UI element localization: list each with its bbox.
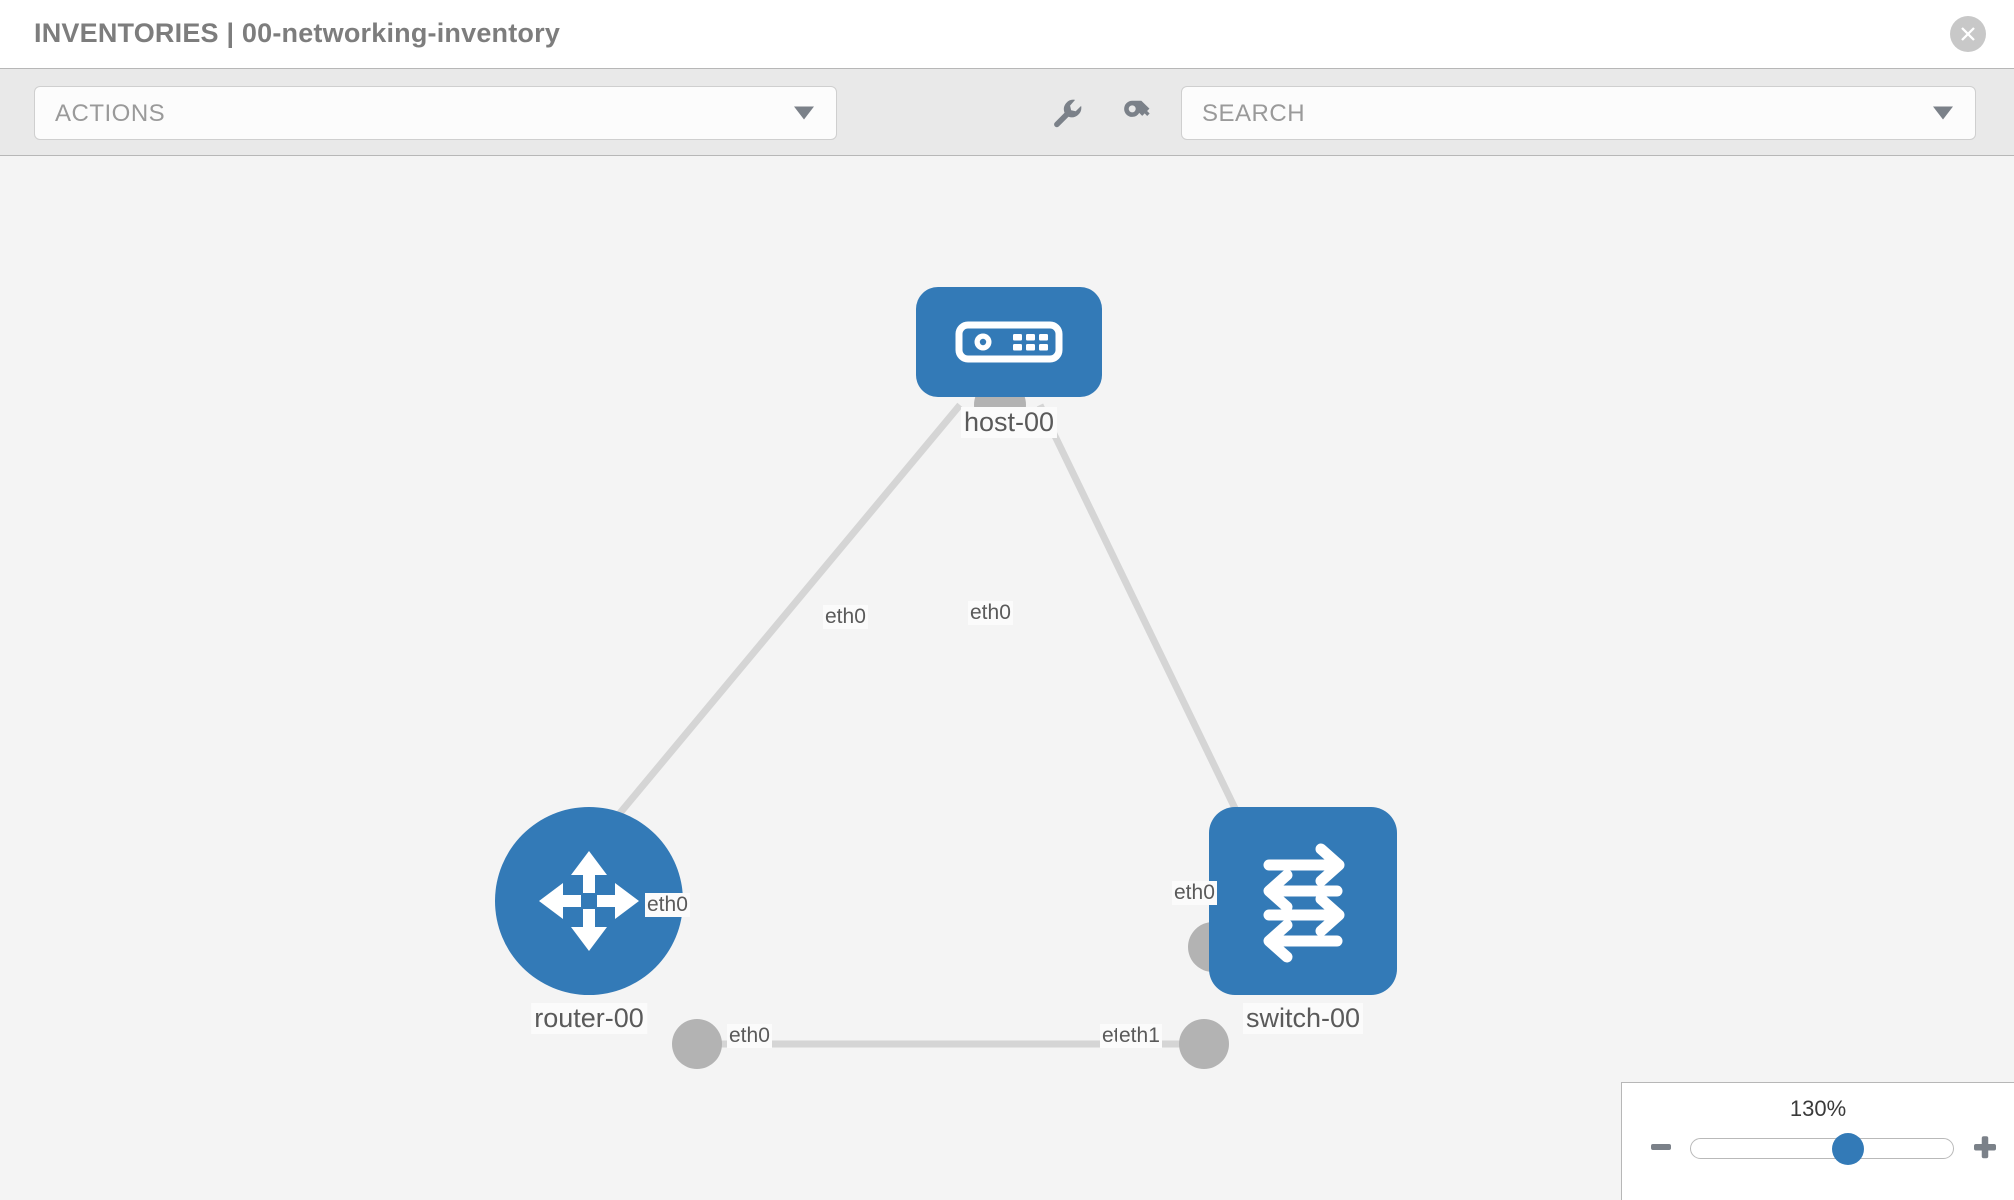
node-host-00[interactable]: host-00 — [916, 287, 1102, 438]
edge-label-router-up: eth0 — [645, 893, 690, 917]
edge-label-switch-left-eth1: eth1 — [1117, 1024, 1162, 1048]
node-switch-00-shape[interactable] — [1209, 807, 1397, 995]
node-host-00-shape[interactable] — [916, 287, 1102, 397]
page-title: INVENTORIES | 00-networking-inventory — [34, 18, 561, 48]
zoom-control-panel: 130% — [1621, 1082, 2014, 1200]
switch-arrows-icon — [1263, 843, 1345, 963]
node-switch-00[interactable]: switch-00 — [1209, 807, 1397, 1034]
chevron-down-icon — [794, 106, 814, 120]
chevron-down-icon[interactable] — [1933, 106, 1953, 120]
page-header: INVENTORIES | 00-networking-inventory — [0, 0, 2014, 69]
server-icon — [955, 321, 1063, 363]
search-input[interactable]: SEARCH — [1181, 86, 1976, 140]
edge-label-host-right: eth0 — [968, 601, 1013, 625]
zoom-slider-handle[interactable] — [1832, 1132, 1865, 1165]
edge-label-switch-up: eth0 — [1172, 881, 1217, 905]
wrench-icon[interactable] — [1045, 91, 1089, 135]
edge-label-router-right: eth0 — [727, 1024, 772, 1048]
key-icon[interactable] — [1115, 91, 1159, 135]
plus-icon[interactable] — [1968, 1130, 2002, 1164]
router-arrows-icon — [539, 851, 639, 951]
minus-icon[interactable] — [1644, 1130, 1678, 1164]
search-placeholder: SEARCH — [1202, 100, 1306, 127]
zoom-slider[interactable] — [1690, 1132, 1954, 1165]
actions-dropdown[interactable]: ACTIONS — [34, 86, 837, 140]
node-host-00-label: host-00 — [960, 407, 1058, 438]
close-icon[interactable] — [1950, 16, 1986, 52]
toolbar: ACTIONS SEARCH — [0, 69, 2014, 156]
topology-canvas[interactable]: host-00 router-00 — [0, 157, 2014, 1200]
actions-dropdown-label: ACTIONS — [55, 100, 166, 127]
edge-label-host-left: eth0 — [823, 605, 868, 629]
zoom-level-value: 130% — [1789, 1096, 1847, 1121]
node-router-00-label: router-00 — [531, 1003, 647, 1034]
node-switch-00-label: switch-00 — [1242, 1003, 1364, 1034]
